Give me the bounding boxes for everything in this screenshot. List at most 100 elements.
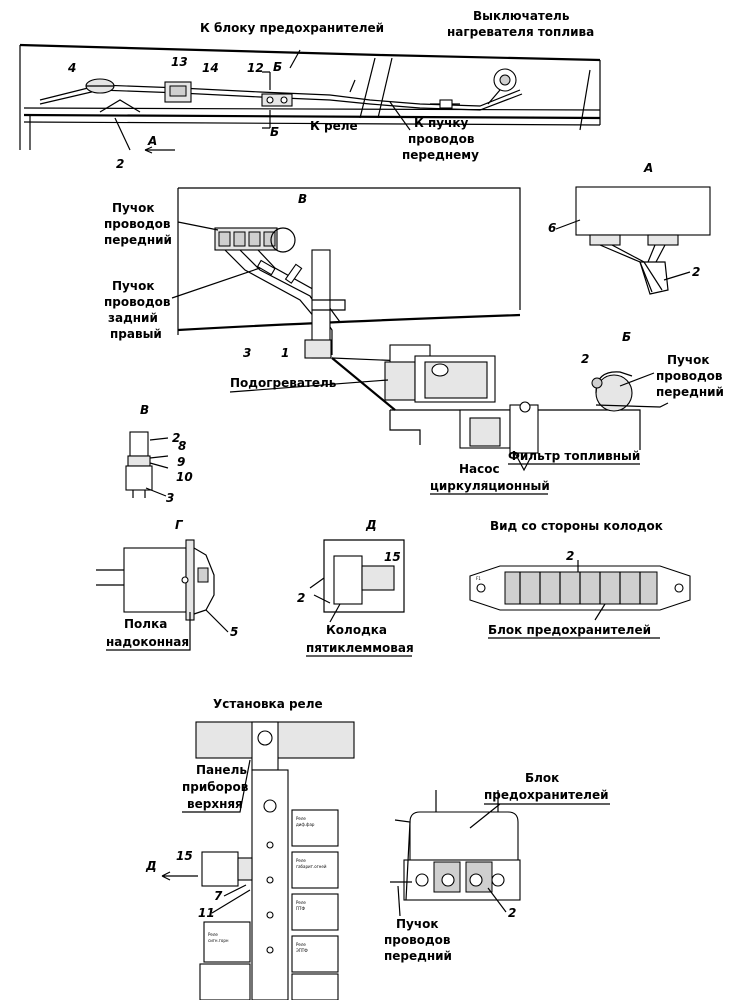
label-rear-right-harness-1: Пучок <box>112 279 155 293</box>
relay-2-label-b: габарит.огней <box>296 864 327 869</box>
top-panel-view <box>19 43 601 154</box>
view-d-arrow: Д <box>145 859 157 873</box>
label-fuse-block2-1: Блок <box>525 771 559 785</box>
num-5: 5 <box>230 625 238 639</box>
num-6: 6 <box>548 221 556 235</box>
label-front-harness-b-3: передний <box>656 385 724 399</box>
label-to-relay: К реле <box>310 119 358 133</box>
leader-five-pin <box>306 603 412 657</box>
label-to-front-harness-1: К пучку <box>414 116 468 130</box>
fuse-block-view <box>469 560 691 611</box>
num-10: 10 <box>176 470 193 484</box>
leader-rear-harness <box>171 267 261 299</box>
view-b-title: Б <box>622 330 631 344</box>
label-to-front-harness-3: переднему <box>402 148 479 162</box>
num-11: 11 <box>198 906 215 920</box>
num-13-top: 13 <box>171 55 188 69</box>
view-d-detail <box>309 539 405 613</box>
num-2-view-v: 2 <box>172 431 180 445</box>
num-9: 9 <box>177 455 185 469</box>
leader-front-harness2 <box>397 885 401 917</box>
label-front-harness-3: передний <box>104 233 172 247</box>
leader-2-mount <box>487 887 507 913</box>
leader-7-11 <box>211 884 251 914</box>
label-five-pin-2: пятиклеммовая <box>306 641 414 655</box>
view-a-arrow-label: А <box>147 134 157 148</box>
relay-5-label-b: ЭПТФ <box>296 948 308 953</box>
label-heater-switch-2: нагревателя топлива <box>447 25 594 39</box>
label-view-from-blocks: Вид со стороны колодок <box>490 519 663 533</box>
label-front-harness-b-2: проводов <box>656 369 723 383</box>
leader-window-shelf <box>106 612 191 651</box>
relay-1-label: Реле <box>296 816 306 821</box>
relay-install-detail <box>161 721 355 1000</box>
leader-front-harness-b <box>619 372 655 387</box>
label-front-harness-2: проводов <box>104 217 171 231</box>
relay-1-label-b: диф.фар <box>296 822 315 827</box>
section-b-top: Б <box>273 60 282 74</box>
label-pump-1: Насос <box>459 462 500 476</box>
label-front-harness2-1: Пучок <box>396 917 439 931</box>
view-g-detail <box>96 539 215 621</box>
label-upper-panel-2: приборов <box>182 780 249 794</box>
label-to-front-harness-2: проводов <box>408 132 475 146</box>
num-15-relay: 15 <box>176 849 193 863</box>
label-rear-right-harness-4: правый <box>110 327 162 341</box>
view-d-title: Д <box>365 518 377 532</box>
label-heater-switch-1: Выключатель <box>473 9 570 23</box>
view-v-title: В <box>140 403 149 417</box>
num-2-fuse: 2 <box>566 549 574 563</box>
num-2-view-d: 2 <box>297 591 305 605</box>
num-8: 8 <box>178 439 186 453</box>
label-relay-install: Установка реле <box>213 697 323 711</box>
num-2-mount: 2 <box>508 906 516 920</box>
view-b-detail <box>591 371 669 412</box>
fuse-f1-small: F1 <box>476 576 481 581</box>
num-2-view-b: 2 <box>581 352 589 366</box>
leader-2-view-a <box>663 271 691 281</box>
label-rear-right-harness-2: проводов <box>104 295 171 309</box>
view-g-title: Г <box>175 518 184 532</box>
label-front-harness2-2: проводов <box>384 933 451 947</box>
num-15-view-d: 15 <box>384 550 401 564</box>
section-b-bottom: Б <box>270 125 279 139</box>
view-a-title: А <box>643 161 653 175</box>
leader-heater <box>229 379 389 393</box>
heater-assembly <box>177 187 641 472</box>
num-7: 7 <box>214 889 223 903</box>
relay-5-label: Реле <box>296 942 306 947</box>
label-front-harness-1: Пучок <box>112 201 155 215</box>
leader-fuse-block <box>488 603 660 639</box>
relay-3-label-b: ПТФ <box>296 906 305 911</box>
num-2-top: 2 <box>116 157 124 171</box>
label-front-harness2-3: передний <box>384 949 452 963</box>
label-fuel-filter: Фильтр топливный <box>508 449 640 463</box>
num-12-top: 12 <box>247 61 264 75</box>
leader-upper-panel <box>182 759 251 813</box>
relay-4-label: Реле <box>208 932 218 937</box>
fuse-block-mounting <box>390 790 521 901</box>
leader-fuse-block2 <box>469 803 610 829</box>
view-v-marker: В <box>298 192 307 206</box>
relay-2-label: Реле <box>296 858 306 863</box>
num-3-mid: 3 <box>243 346 251 360</box>
leader-6 <box>555 219 581 230</box>
label-upper-panel-1: Панель <box>196 763 247 777</box>
label-window-shelf-2: надоконная <box>106 635 189 649</box>
label-fuse-block: Блок предохранителей <box>488 623 651 637</box>
relay-4-label-b: сигн.горн <box>208 938 229 943</box>
label-window-shelf-1: Полка <box>124 617 167 631</box>
num-14-top: 14 <box>202 61 219 75</box>
label-upper-panel-3: верхняя <box>187 797 243 811</box>
num-3-view-v: 3 <box>166 491 174 505</box>
num-4-top: 4 <box>67 61 76 75</box>
label-to-fuse-block: К блоку предохранителей <box>200 21 384 35</box>
label-rear-right-harness-3: задний <box>108 311 158 325</box>
label-pump-2: циркуляционный <box>430 479 550 493</box>
label-five-pin-1: Колодка <box>326 623 387 637</box>
num-1-mid: 1 <box>281 346 289 360</box>
label-front-harness-b-1: Пучок <box>667 353 710 367</box>
leader-front-harness <box>177 221 219 231</box>
label-fuse-block2-2: предохранителей <box>484 788 609 802</box>
